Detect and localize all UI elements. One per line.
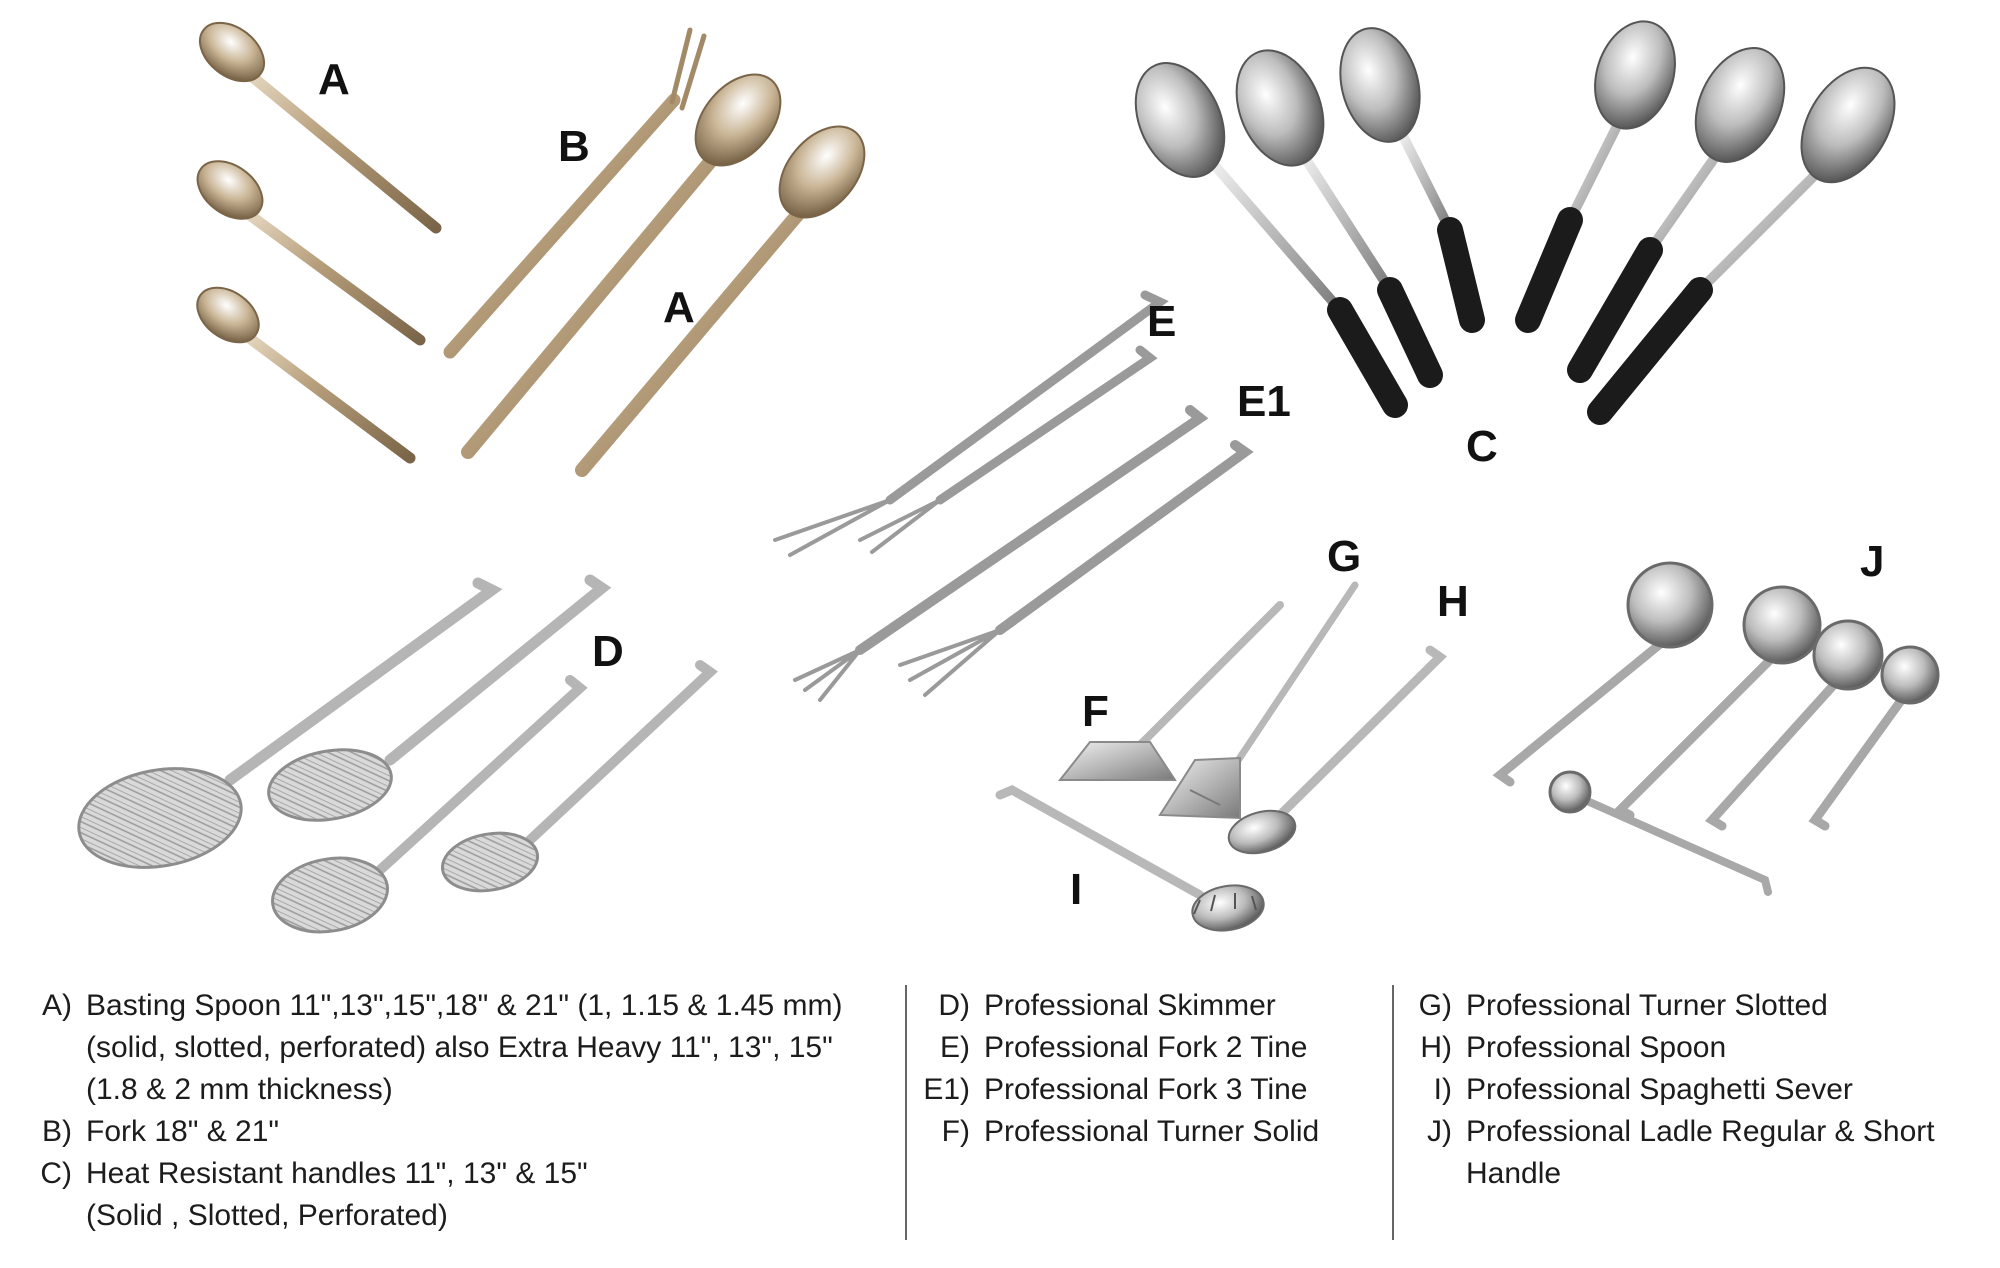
basting-spoon-group-a-top [196,21,442,464]
legend-text: Basting Spoon 11",13",15",18" & 21" (1, … [86,989,843,1106]
legend-key: B) [42,1115,72,1148]
legend-key: I) [1433,1073,1452,1106]
legend-key: H) [1420,1031,1452,1064]
legend-key: G) [1418,989,1452,1022]
label-c: C [1466,422,1498,471]
basting-spoon-group-a-mid [461,73,866,477]
label-j: J [1860,537,1885,586]
legend-column-3: G) Professional Turner Slotted H) Profes… [1400,985,1960,1195]
solid-turner-f [1057,601,1284,781]
label-a-top: A [318,55,350,104]
label-a-mid: A [663,283,695,332]
legend-text: Professional Ladle Regular & Short Handl… [1466,1115,1935,1190]
label-d: D [592,627,624,676]
legend-text: Professional Fork 2 Tine [984,1031,1308,1064]
label-h: H [1437,577,1469,626]
legend-divider-2 [1392,985,1394,1240]
legend-text: Professional Spoon [1466,1031,1727,1064]
legend-row-e: E) Professional Fork 2 Tine [918,1027,1398,1069]
label-e: E [1147,297,1177,346]
legend-key: F) [941,1115,970,1148]
legend-divider-1 [905,985,907,1240]
legend-key: D) [938,989,970,1022]
brass-fork-b [443,27,707,359]
legend-key: E1) [923,1073,970,1106]
legend-row-c: C) Heat Resistant handles 11", 13" & 15"… [20,1153,890,1237]
legend-row-j: J) Professional Ladle Regular & Short Ha… [1400,1111,1960,1195]
legend-text: Professional Spaghetti Sever [1466,1073,1853,1106]
legend-text: Professional Skimmer [984,989,1276,1022]
legend-key: J) [1427,1115,1452,1148]
legend-row-a: A) Basting Spoon 11",13",15",18" & 21" (… [20,985,890,1111]
professional-skimmers-d [77,574,718,934]
professional-forks-e [773,290,1254,702]
spaghetti-server-i [995,785,1265,932]
heat-resistant-spoon-group-c [1134,20,1896,425]
professional-spoon-h [1227,645,1448,855]
label-e1: E1 [1237,377,1291,426]
legend-column-2: D) Professional Skimmer E) Professional … [918,985,1398,1153]
label-b: B [558,122,590,171]
slotted-turner-g [1158,581,1359,820]
legend-row-g: G) Professional Turner Slotted [1400,985,1960,1027]
legend-text: Professional Turner Slotted [1466,989,1828,1022]
label-f: F [1082,687,1109,736]
legend-text: Heat Resistant handles 11", 13" & 15" (S… [86,1157,588,1232]
legend-row-h: H) Professional Spoon [1400,1027,1960,1069]
utensil-illustration [77,20,1940,934]
legend-text: Fork 18" & 21" [86,1115,280,1148]
label-g: G [1327,532,1362,581]
legend-row-i: I) Professional Spaghetti Sever [1400,1069,1960,1111]
legend-row-e1: E1) Professional Fork 3 Tine [918,1069,1398,1111]
label-i: I [1070,865,1083,914]
legend-text: Professional Turner Solid [984,1115,1320,1148]
legend-key: A) [42,989,72,1022]
legend-key: C) [40,1157,72,1190]
legend-column-1: A) Basting Spoon 11",13",15",18" & 21" (… [20,985,890,1237]
ladles-j [1492,561,1940,896]
legend-row-b: B) Fork 18" & 21" [20,1111,890,1153]
legend-key: E) [940,1031,970,1064]
legend-row-f: F) Professional Turner Solid [918,1111,1398,1153]
legend-row-d: D) Professional Skimmer [918,985,1398,1027]
legend-text: Professional Fork 3 Tine [984,1073,1308,1106]
